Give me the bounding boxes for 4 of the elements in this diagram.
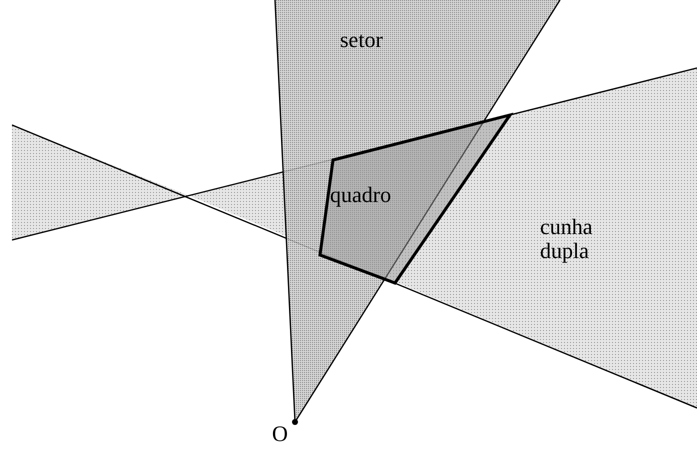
point-label: O — [272, 422, 288, 446]
region-label: setor — [340, 28, 383, 52]
region-label: cunha dupla — [540, 215, 594, 263]
region-label: quadro — [330, 183, 392, 207]
